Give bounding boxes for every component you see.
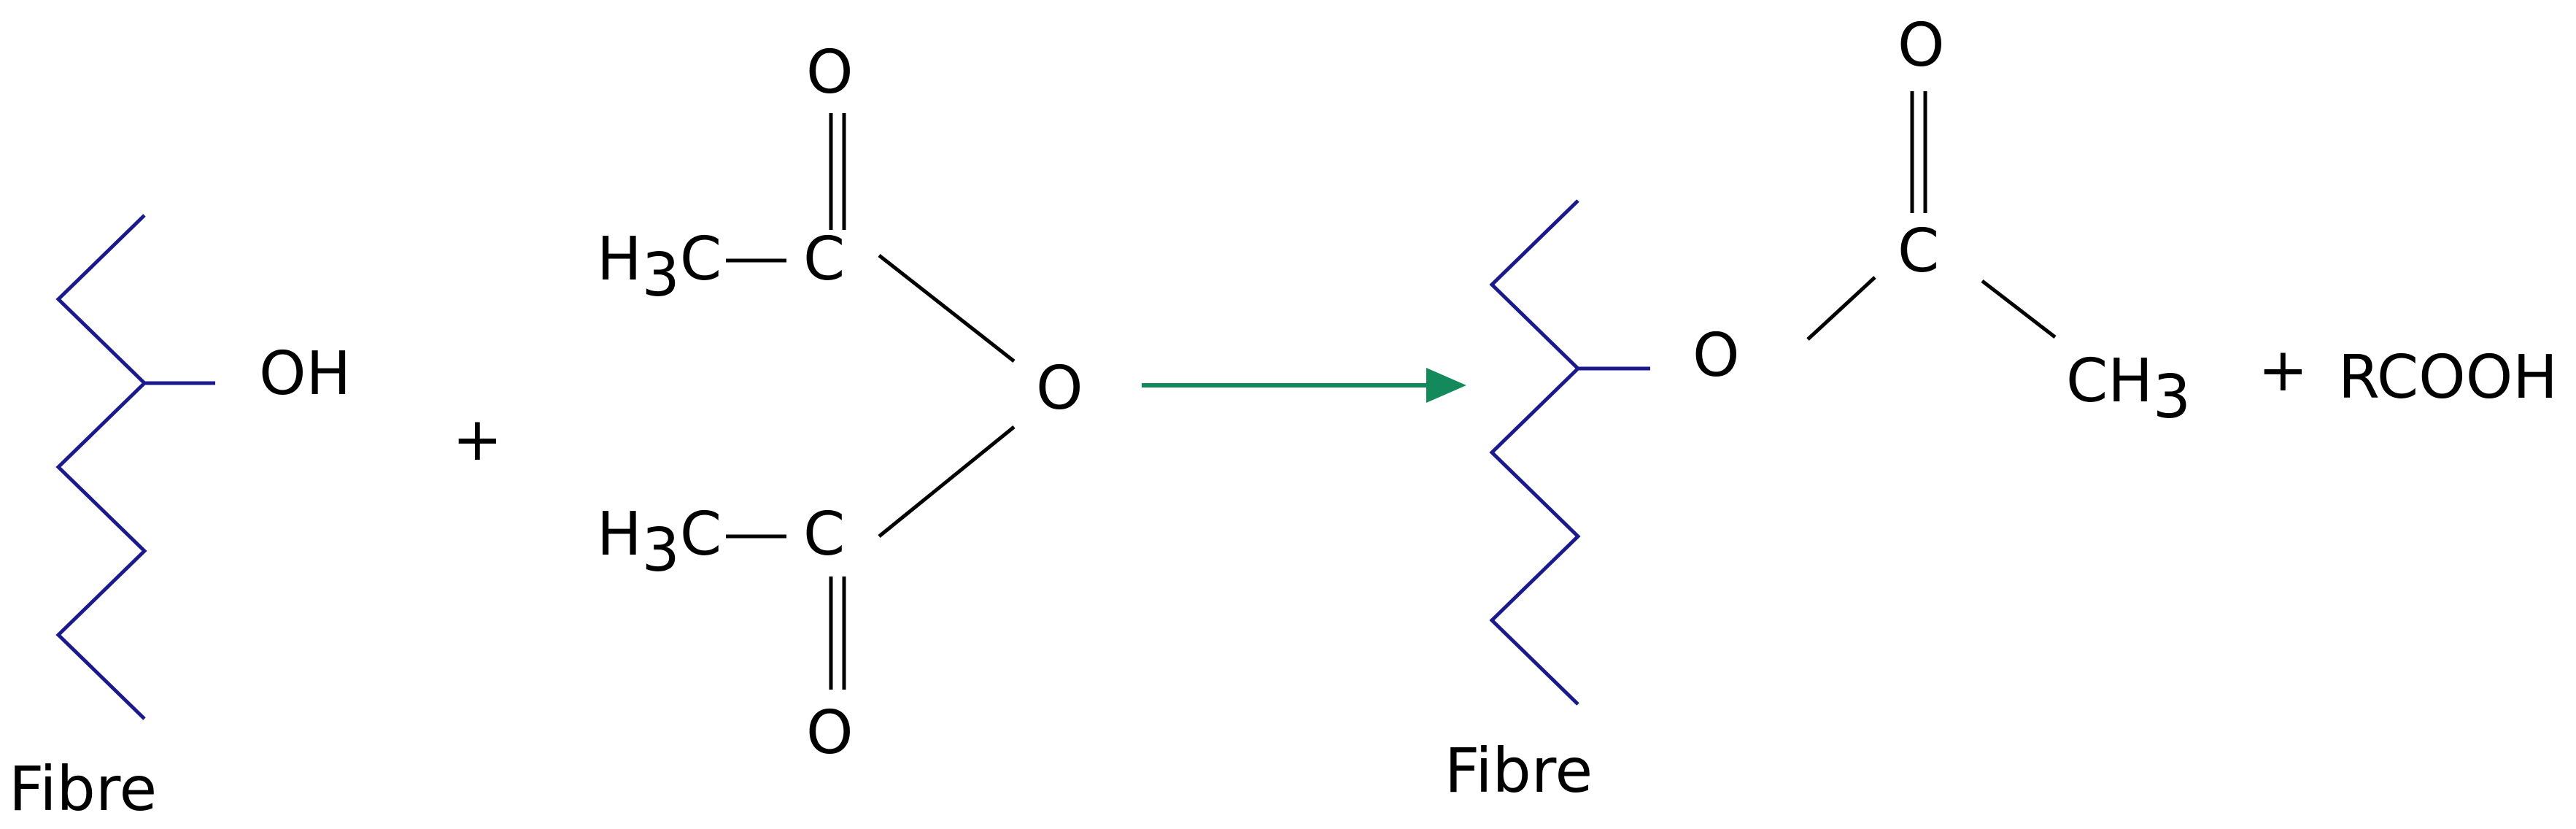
- anhydride-top-to-bridge-bond: [878, 254, 1016, 363]
- anhydride-top-carbonyl-oxygen: O: [806, 38, 854, 107]
- anhydride-top-carbon: C: [803, 225, 845, 294]
- product-fibre-chain: [1489, 199, 1581, 706]
- anhydride-bottom-methyl: H3C: [597, 500, 722, 585]
- plus-sign-2: +: [2258, 336, 2308, 405]
- reactant-fibre-label: Fibre: [9, 753, 157, 825]
- reaction-arrow-head: [1426, 368, 1466, 403]
- plus-sign-1: +: [452, 405, 503, 474]
- product-carbonyl-oxygen: O: [1898, 11, 1945, 80]
- reactant-oh-label: OH: [259, 339, 351, 409]
- byproduct-label: RCOOH: [2338, 343, 2558, 412]
- product-carbonyl-carbon: C: [1898, 217, 1939, 286]
- reactant-fibre-chain: [55, 214, 147, 720]
- product-o-to-c-bond: [1806, 276, 1876, 341]
- anhydride-bottom-carbon: C: [803, 500, 845, 569]
- anhydride-bridge-to-bottom-bond: [878, 425, 1016, 538]
- product-methyl: CH3: [2066, 347, 2191, 432]
- product-ester-oxygen: O: [1693, 321, 1740, 390]
- anhydride-top-methyl: H3C: [597, 225, 722, 310]
- anhydride-bottom-carbonyl-oxygen: O: [806, 698, 854, 768]
- anhydride-bridge-oxygen: O: [1036, 354, 1083, 423]
- product-fibre-label: Fibre: [1444, 735, 1593, 806]
- product-c-to-methyl-bond: [1981, 279, 2057, 339]
